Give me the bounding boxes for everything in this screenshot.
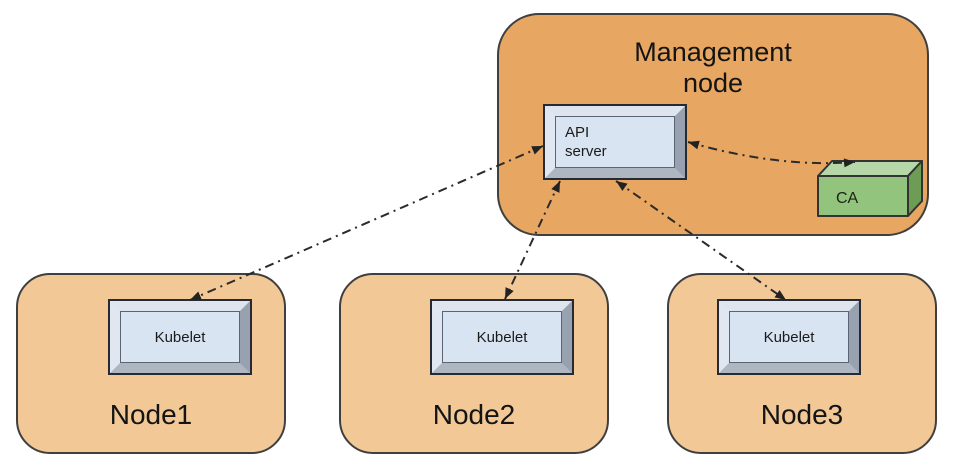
api-server-box: API server <box>545 106 685 178</box>
node1-label: Node1 <box>109 399 193 430</box>
node2-kubelet-label: Kubelet <box>476 328 528 346</box>
management-node-title: Management node <box>499 37 927 99</box>
api-server-label: API server <box>565 124 607 160</box>
node3-kubelet-label: Kubelet <box>763 328 815 346</box>
node1-kubelet-box: Kubelet <box>110 301 250 373</box>
node2-kubelet-box: Kubelet <box>432 301 572 373</box>
node3-kubelet-box: Kubelet <box>719 301 859 373</box>
node2-label: Node2 <box>432 399 516 430</box>
management-node-label: Management node <box>634 37 792 98</box>
node1-kubelet-label: Kubelet <box>154 328 206 346</box>
node3-label: Node3 <box>760 399 844 430</box>
